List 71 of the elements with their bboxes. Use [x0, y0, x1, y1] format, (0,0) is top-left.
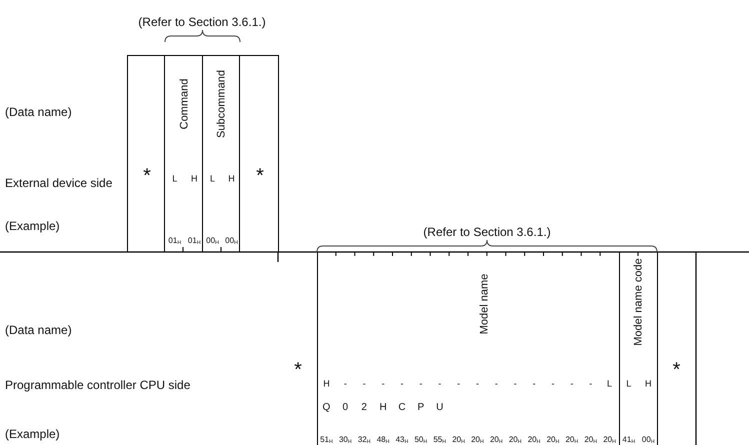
hex-value: 55$_{H}$: [433, 436, 446, 444]
byte-order-mark: -: [476, 380, 479, 388]
byte-order-mark: H: [191, 174, 198, 184]
character: 2: [361, 403, 367, 413]
hex-value: 50$_{H}$: [414, 436, 428, 444]
character: C: [398, 403, 406, 413]
frame-field: [239, 55, 279, 252]
byte-order-mark: L: [626, 380, 632, 388]
asterisk: *: [294, 360, 302, 380]
byte-order-mark: L: [210, 174, 215, 184]
byte-order-mark: H: [323, 380, 330, 388]
field-name: Command: [179, 78, 190, 130]
hex-value: 51$_{H}$: [320, 436, 333, 444]
hex-value: 00$_{H}$: [206, 236, 219, 246]
hex-value: 20$_{H}$: [546, 436, 560, 444]
byte-order-mark: -: [400, 380, 404, 388]
byte-order-mark: -: [438, 380, 442, 388]
asterisk: *: [256, 166, 264, 186]
row-label: (Example): [5, 427, 60, 442]
character: 0: [342, 403, 348, 413]
hex-value: 01$_{H}$: [168, 236, 182, 246]
hex-value: 00$_{H}$: [225, 236, 238, 246]
hex-value: 41$_{H}$: [622, 436, 636, 444]
byte-order-mark: -: [362, 380, 366, 388]
field-name: Subcommand: [216, 70, 228, 138]
hex-value: 20$_{H}$: [584, 436, 598, 444]
frame-field: [202, 55, 240, 252]
asterisk: *: [143, 166, 151, 186]
byte-order-mark: H: [645, 380, 652, 388]
reference-note: (Refer to Section 3.6.1.): [423, 225, 551, 240]
hex-value: 20$_{H}$: [452, 436, 465, 444]
hex-value: 00$_{H}$: [642, 436, 655, 444]
byte-order-mark: -: [570, 380, 574, 388]
character: H: [379, 403, 387, 413]
field-name: Model name code: [633, 258, 644, 346]
asterisk: *: [672, 360, 680, 380]
field-name: Model name: [480, 274, 490, 334]
hex-value: 48$_{H}$: [376, 436, 390, 444]
row-label: Programmable controller CPU side: [5, 378, 190, 392]
hex-value: 20$_{H}$: [508, 436, 522, 444]
byte-order-mark: -: [419, 380, 422, 388]
byte-order-mark: -: [514, 380, 517, 388]
hex-value: 30$_{H}$: [338, 436, 352, 444]
reference-note: (Refer to Section 3.6.1.): [138, 15, 266, 30]
byte-order-mark: L: [172, 174, 178, 184]
hex-value: 20$_{H}$: [471, 436, 484, 444]
character: U: [436, 403, 444, 413]
hex-value: 43$_{H}$: [396, 436, 408, 444]
row-label: (Data name): [5, 105, 72, 120]
byte-order-mark: L: [607, 380, 612, 388]
byte-order-mark: -: [344, 380, 347, 388]
byte-order-mark: -: [551, 380, 554, 388]
byte-order-mark: -: [457, 380, 460, 388]
hex-value: 20$_{H}$: [528, 436, 540, 444]
row-label: External device side: [5, 176, 114, 190]
byte-order-mark: -: [532, 380, 536, 388]
byte-order-mark: -: [382, 380, 385, 388]
hex-value: 32$_{H}$: [358, 436, 371, 444]
byte-order-mark: -: [589, 380, 592, 388]
frame-field: [127, 55, 165, 252]
row-label: (Example): [5, 219, 60, 234]
character: P: [417, 403, 424, 413]
hex-value: 01$_{H}$: [188, 236, 201, 246]
hex-value: 20$_{H}$: [603, 436, 616, 444]
row-label: (Data name): [5, 323, 72, 338]
byte-order-mark: -: [494, 380, 498, 388]
frame-field: [164, 55, 203, 252]
hex-value: 20$_{H}$: [565, 436, 578, 444]
hex-value: 20$_{H}$: [490, 436, 503, 444]
character: Q: [322, 403, 330, 413]
byte-order-mark: H: [228, 174, 235, 184]
